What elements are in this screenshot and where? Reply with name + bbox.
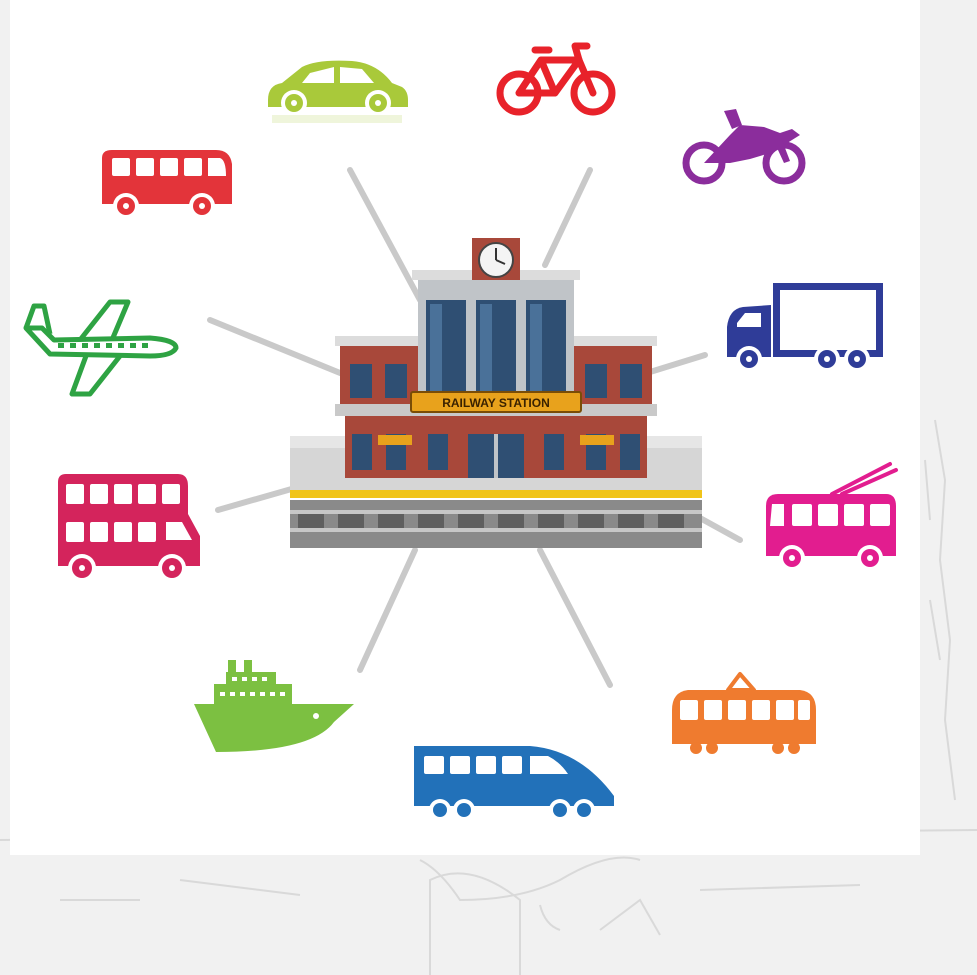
spoke-double-decker bbox=[218, 488, 295, 510]
car-icon bbox=[262, 55, 412, 130]
motorcycle-icon bbox=[680, 105, 810, 190]
spoke-tram bbox=[540, 550, 610, 685]
ship-icon bbox=[192, 660, 357, 760]
coach-bus-icon bbox=[98, 148, 236, 228]
train-icon bbox=[410, 740, 618, 830]
plaque-right bbox=[580, 435, 614, 445]
trolleybus-icon bbox=[762, 462, 900, 577]
airplane-icon bbox=[20, 298, 180, 398]
bicycle-icon bbox=[495, 38, 620, 123]
double-decker-bus-icon bbox=[54, 470, 202, 590]
platform-yellow-line bbox=[290, 490, 702, 498]
station-sign-text: RAILWAY STATION bbox=[442, 396, 550, 410]
tram-icon bbox=[668, 670, 820, 765]
spoke-ship bbox=[360, 550, 415, 670]
truck-icon bbox=[723, 283, 885, 373]
spoke-trolleybus bbox=[700, 518, 740, 540]
plaque-left bbox=[378, 435, 412, 445]
railway-station-building: RAILWAY STATION bbox=[290, 238, 702, 550]
